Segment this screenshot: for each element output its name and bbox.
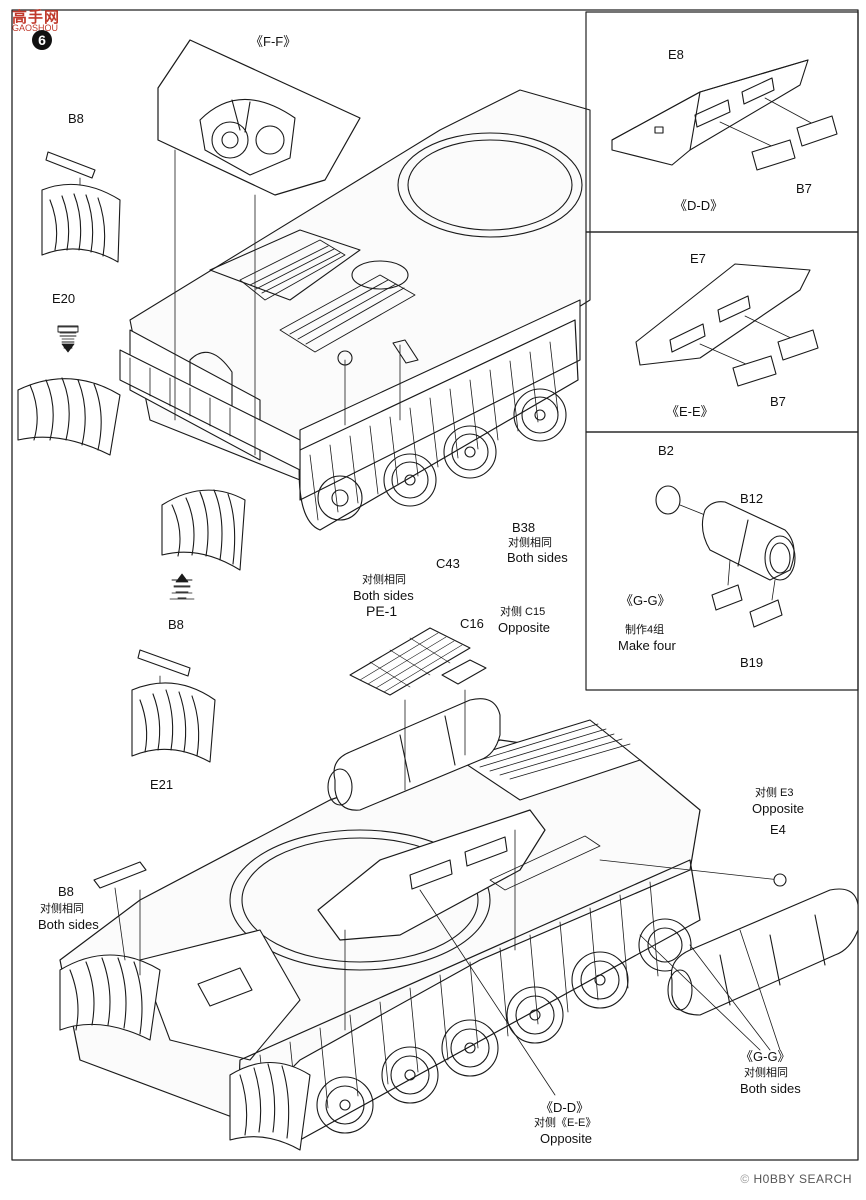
dd-opposite-ee: 对侧《E-E》 bbox=[534, 1117, 597, 1129]
ee-detail bbox=[635, 263, 819, 387]
view-dd-lower-label: 《D-D》 bbox=[540, 1100, 590, 1115]
c16-part bbox=[441, 659, 487, 685]
watermark-text: H0BBY SEARCH bbox=[753, 1172, 852, 1186]
stack-arrow-mid bbox=[169, 573, 195, 600]
gg-detail bbox=[655, 485, 796, 628]
gg-both-sides-en: Both sides bbox=[740, 1081, 801, 1096]
stack-arrow-top bbox=[57, 326, 79, 353]
view-gg-lower-label: 《G-G》 bbox=[740, 1049, 791, 1064]
part-e3-opposite: 对侧 E3 bbox=[755, 787, 794, 799]
mudguard-center bbox=[161, 489, 246, 599]
b38-both-sides-cn: 对侧相同 bbox=[508, 537, 552, 549]
fuel-drums-side bbox=[667, 888, 859, 1016]
part-e20: E20 bbox=[52, 291, 76, 306]
part-b8-lower: B8 bbox=[58, 884, 74, 899]
c15-opposite-en: Opposite bbox=[498, 620, 551, 635]
part-c16: C16 bbox=[460, 616, 484, 631]
view-ff-label: 《F-F》 bbox=[250, 34, 297, 49]
mudguard-left-mid bbox=[17, 325, 121, 456]
make-four-cn: 制作4组 bbox=[625, 624, 665, 636]
ff-rear-plate bbox=[157, 39, 361, 196]
part-b12: B12 bbox=[740, 491, 764, 506]
b38-both-sides-en: Both sides bbox=[507, 550, 568, 565]
e3-opposite-en: Opposite bbox=[752, 801, 805, 816]
part-b19: B19 bbox=[740, 655, 764, 670]
part-b7-ee: B7 bbox=[770, 394, 786, 409]
brand-logo: 高手网 bbox=[12, 9, 61, 26]
upper-tank-hull bbox=[119, 89, 591, 531]
part-c43: C43 bbox=[436, 556, 460, 571]
pe1-both-sides-cn: 对侧相同 bbox=[362, 574, 406, 586]
step-number: 6 bbox=[32, 30, 52, 50]
part-b8-upper: B8 bbox=[68, 111, 84, 126]
dd-detail bbox=[611, 59, 838, 171]
copyright-mark: © bbox=[740, 1172, 750, 1186]
pe1-both-sides-en: Both sides bbox=[353, 588, 414, 603]
part-e7: E7 bbox=[690, 251, 706, 266]
part-e4: E4 bbox=[770, 822, 786, 837]
part-b38: B38 bbox=[512, 520, 536, 535]
part-c15-opposite: 对侧 C15 bbox=[500, 606, 546, 618]
part-b8-mid: B8 bbox=[168, 617, 184, 632]
brand-site: GAOSHOU bbox=[12, 23, 59, 33]
hobbysearch-watermark: © H0BBY SEARCH bbox=[740, 1172, 852, 1186]
part-b7-dd: B7 bbox=[796, 181, 812, 196]
part-b2: B2 bbox=[658, 443, 674, 458]
dd-opposite-en: Opposite bbox=[540, 1131, 593, 1146]
e21-mudguard bbox=[131, 649, 216, 763]
make-four-en: Make four bbox=[618, 638, 676, 653]
view-ee-panel-label: 《E-E》 bbox=[666, 404, 714, 419]
part-e8: E8 bbox=[668, 47, 684, 62]
part-e21: E21 bbox=[150, 777, 174, 792]
gg-both-sides-cn: 对侧相同 bbox=[744, 1067, 788, 1079]
b8-both-sides-cn: 对侧相同 bbox=[40, 903, 84, 915]
step-badge: 高手网 GAOSHOU 6 bbox=[6, 4, 76, 50]
e20-mudguard bbox=[41, 151, 121, 263]
b8-both-sides-en: Both sides bbox=[38, 917, 99, 932]
part-pe1: PE-1 bbox=[366, 603, 398, 619]
view-dd-panel-label: 《D-D》 bbox=[674, 198, 724, 213]
view-gg-panel-label: 《G-G》 bbox=[620, 593, 671, 608]
panel-gg bbox=[585, 431, 859, 691]
pe1-grille bbox=[349, 627, 471, 696]
lower-tank-hull bbox=[59, 719, 701, 1151]
